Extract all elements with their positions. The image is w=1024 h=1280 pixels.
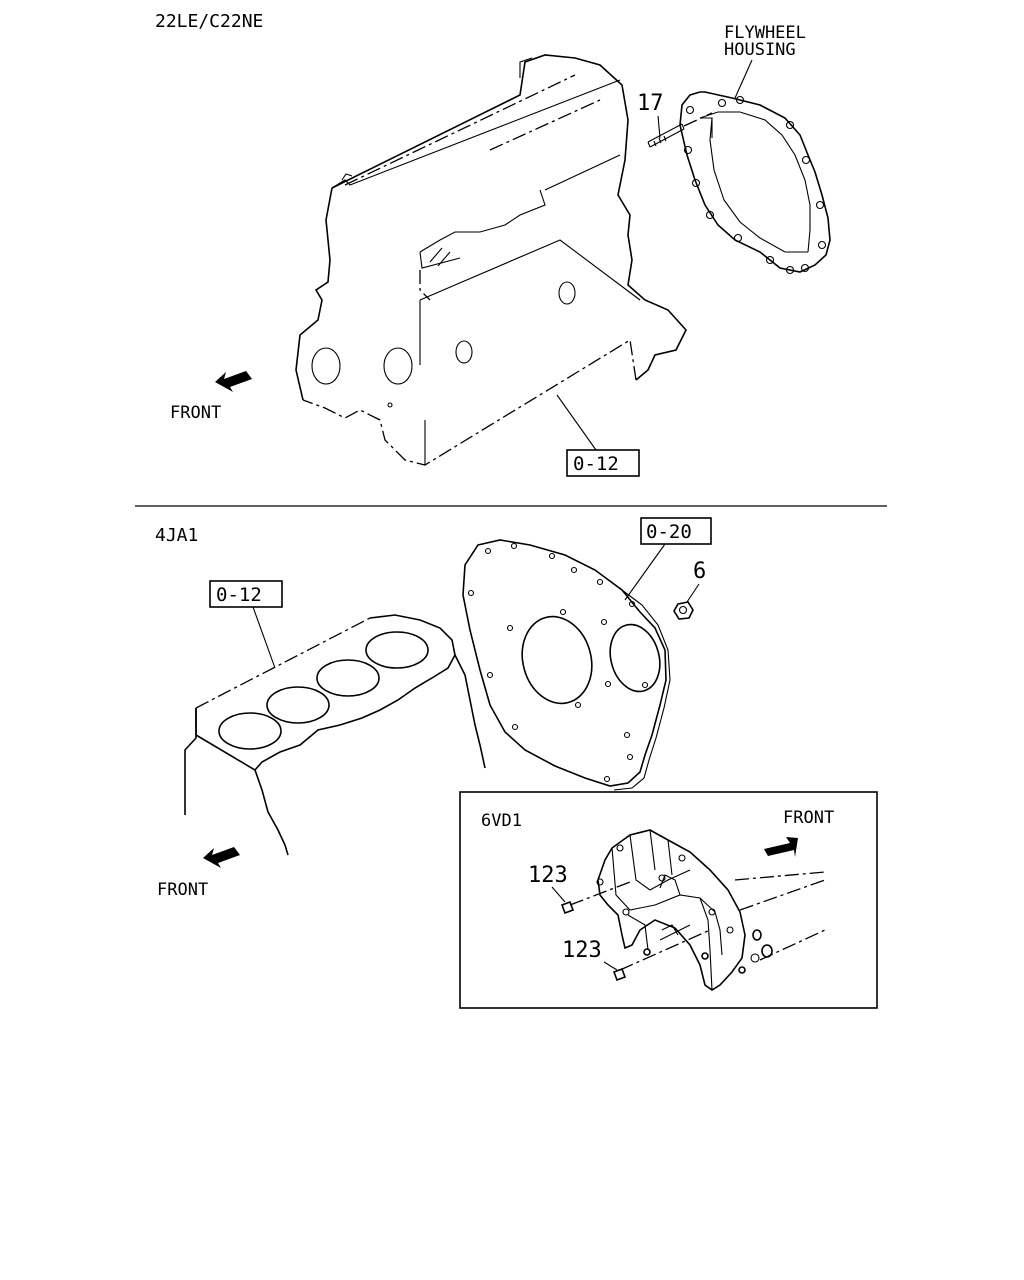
part-number-dowel-1: 123 bbox=[528, 863, 568, 888]
leader-line-dowel-2 bbox=[603, 961, 618, 971]
ref-label-bottom-block: 0-12 bbox=[216, 584, 262, 606]
leader-line-bottom-block bbox=[252, 606, 276, 669]
ref-box-bottom-block bbox=[209, 580, 283, 608]
front-label-bottom: FRONT bbox=[157, 880, 208, 900]
leader-line-stud bbox=[657, 115, 661, 139]
inset-title: 6VD1 bbox=[481, 811, 522, 831]
leader-line-dowel-1 bbox=[551, 886, 566, 903]
leader-line-nut bbox=[686, 583, 700, 603]
front-arrow-icon-bottom bbox=[203, 847, 240, 868]
ref-label-top-block: 0-12 bbox=[573, 453, 619, 475]
engine-block-bottom bbox=[184, 614, 486, 856]
housing-6vd1 bbox=[596, 829, 773, 991]
inset-frame-6vd1 bbox=[459, 791, 878, 1009]
part-number-nut: 6 bbox=[693, 559, 706, 584]
section-title-top: 22LE/C22NE bbox=[155, 11, 263, 32]
stud-17 bbox=[647, 112, 713, 148]
inset-dowel-guide-lines bbox=[569, 881, 711, 971]
flywheel-label-line1: FLYWHEEL bbox=[724, 23, 806, 43]
front-label-top: FRONT bbox=[170, 403, 221, 423]
rear-plate bbox=[462, 539, 671, 791]
nut-6 bbox=[673, 601, 694, 620]
dowel-pin-1 bbox=[560, 900, 575, 915]
section-title-bottom: 4JA1 bbox=[155, 525, 198, 546]
dowel-pin-2 bbox=[612, 967, 627, 982]
ref-box-rear-plate bbox=[640, 517, 712, 545]
leader-line-flywheel bbox=[734, 59, 753, 99]
engine-block-top bbox=[295, 54, 687, 466]
front-label-inset: FRONT bbox=[783, 808, 834, 828]
part-number-stud: 17 bbox=[637, 91, 664, 116]
front-arrow-icon-inset bbox=[764, 837, 798, 857]
part-number-dowel-2: 123 bbox=[562, 938, 602, 963]
leader-line-top-block bbox=[556, 394, 597, 451]
front-arrow-icon-top bbox=[215, 371, 252, 392]
ref-label-rear-plate: 0-20 bbox=[646, 521, 692, 543]
flywheel-label-line2: HOUSING bbox=[724, 40, 796, 60]
leader-line-rear-plate bbox=[624, 543, 666, 601]
ref-box-top-block bbox=[566, 449, 640, 477]
inset-dashed-shaft-lines bbox=[734, 871, 826, 961]
flywheel-housing bbox=[679, 91, 831, 275]
